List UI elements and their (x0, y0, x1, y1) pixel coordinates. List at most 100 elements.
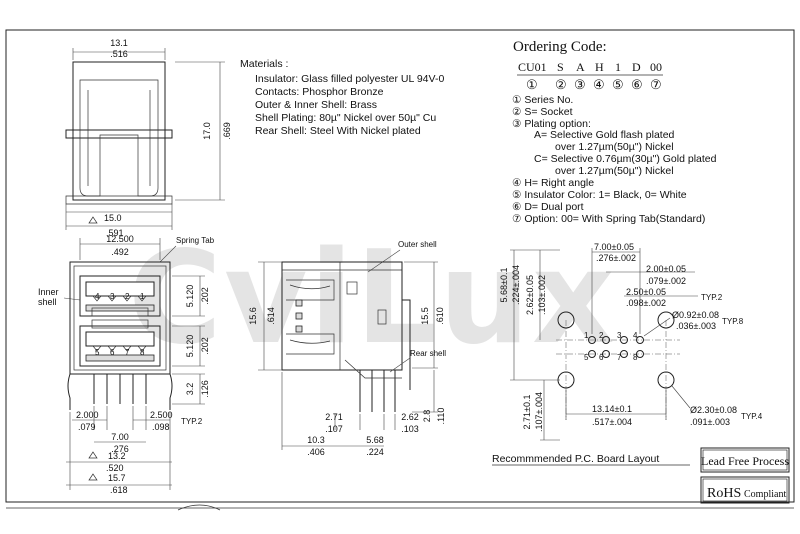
pcb-hole-in: .036±.003 (676, 321, 716, 331)
pin-number: 1 (140, 292, 145, 301)
overall-mm: 15.7 (108, 473, 126, 483)
pin-number: 8 (140, 348, 145, 357)
mount-hole (657, 311, 675, 329)
front-top-width-mm: 12.500 (106, 234, 134, 244)
ordering-line: over 1.27µm(50µ") Nickel (555, 165, 674, 177)
front-top-width-in: .492 (111, 247, 129, 257)
pcb-p1-in: .079±.002 (646, 276, 686, 286)
ordering-line: ⑦ Option: 00= With Spring Tab(Standard) (512, 213, 705, 225)
side-inner-height-in: .610 (435, 307, 445, 325)
mount-hole (657, 371, 675, 389)
materials-title: Materials : (240, 58, 288, 70)
pcb-p1-mm: 2.00±0.05 (646, 264, 686, 274)
peg-length-in: .110 (436, 408, 446, 425)
code-num: ⑥ (631, 77, 643, 92)
left-pitch-mm: 2.000 (76, 410, 99, 420)
upper-port-mm: 5.120 (185, 285, 195, 308)
ordering-line: ③ Plating option: (512, 118, 591, 130)
ordering-code-block: Ordering Code: CU01 S A H 1 D 00 ① ② ③ ④… (512, 39, 717, 225)
width-in: .520 (106, 463, 124, 473)
inner-shell-label: Inner (38, 287, 59, 297)
pcb-pin-number: 4 (633, 331, 638, 340)
pcb-hole-row-top (588, 336, 644, 344)
pcb-hole-row-bottom (588, 350, 644, 358)
sheet-border (5, 29, 795, 503)
ordering-title: Ordering Code: (513, 39, 607, 55)
inner-shell-label: shell (38, 297, 57, 307)
top-bottom-mm: 15.0 (104, 213, 122, 223)
lower-port-in: .202 (200, 337, 210, 355)
code-num: ⑦ (650, 77, 662, 92)
watermark: CviLux (128, 224, 617, 373)
ordering-line: ⑤ Insulator Color: 1= Black, 0= White (512, 189, 687, 201)
pin-length-in: .126 (200, 380, 210, 398)
pcb-v1-mm: 5.68±0.1 (499, 268, 509, 303)
pcb-span-in: .517±.004 (592, 417, 632, 427)
pin-number: 6 (110, 348, 115, 357)
pin-offset-in: .224 (366, 447, 384, 457)
pcb-pin-number: 8 (633, 353, 638, 362)
pin-number: 4 (95, 292, 100, 301)
pcb-span-mm: 13.14±0.1 (592, 404, 632, 414)
upper-port-in: .202 (200, 287, 210, 305)
materials-line: Contacts: Phosphor Bronze (255, 86, 384, 98)
pcb-pin-number: 3 (617, 331, 622, 340)
pcb-hole-mm: Ø0.92±0.08 (672, 310, 719, 320)
rohs-badge (700, 476, 790, 504)
pcb-pin-number: 1 (584, 331, 589, 340)
front-view: 12.500 .492 Spring Tab Inner shell 4 3 2… (38, 234, 215, 495)
pcb-typ4: TYP.4 (741, 412, 763, 421)
pcb-v3-in: .107±.004 (534, 392, 544, 432)
pcb-pin-number: 6 (599, 353, 604, 362)
pcb-v2-in: .103±.002 (537, 275, 547, 315)
side-inner-height-mm: 15.5 (420, 307, 430, 325)
pcb-layout: 1 2 3 4 5 6 7 8 7.00±0.05 .276±.002 2.00… (492, 242, 763, 466)
pcb-pin-number: 7 (617, 353, 622, 362)
right-pitch-mm: 2.500 (150, 410, 173, 420)
code-part: CU01 (518, 60, 547, 74)
code-part: S (557, 60, 564, 74)
ordering-line: ① Series No. (512, 94, 573, 106)
code-num: ① (526, 77, 538, 92)
typ2-label: TYP.2 (181, 417, 203, 426)
pcb-caption: Recommmended P.C. Board Layout (492, 453, 659, 465)
code-part: 00 (650, 60, 662, 74)
ordering-line: ② S= Socket (512, 106, 573, 118)
rear-shell-label: Rear shell (410, 349, 446, 358)
code-num: ③ (574, 77, 586, 92)
top-width-mm: 13.1 (110, 38, 128, 48)
pin-number: 2 (125, 292, 130, 301)
ordering-line: C= Selective 0.76µm(30µ") Gold plated (534, 153, 717, 165)
code-part: D (632, 60, 641, 74)
side-height-in: .614 (266, 307, 276, 325)
pcb-v3-mm: 2.71±0.1 (522, 395, 532, 430)
pin-number: 7 (125, 348, 130, 357)
pcb-w1-in: .276±.002 (596, 253, 636, 263)
ordering-line: ⑥ D= Dual port (512, 201, 584, 213)
materials-line: Outer & Inner Shell: Brass (255, 99, 377, 111)
side-height-mm: 15.6 (248, 307, 258, 325)
span-in: .276 (111, 444, 129, 454)
side-view: Outer shell Rear shell 15.6 .614 15.5 .6 (248, 240, 446, 457)
depth-mm: 10.3 (307, 435, 325, 445)
top-height-in: .669 (222, 122, 232, 140)
peg-in: .103 (401, 424, 419, 434)
code-num: ⑤ (612, 77, 624, 92)
lower-port-mm: 5.120 (185, 335, 195, 358)
span-mm: 7.00 (111, 432, 129, 442)
pin-length-mm: 3.2 (185, 383, 195, 396)
compliant-text: Compliant (744, 489, 786, 500)
right-pitch-in: .098 (152, 422, 170, 432)
peg-mm: 2.62 (401, 412, 419, 422)
pcb-w1-mm: 7.00±0.05 (594, 242, 634, 252)
tab-in: .107 (325, 424, 343, 434)
lead-free-badge (700, 447, 790, 473)
pin-number: 5 (95, 348, 100, 357)
code-part: A (576, 60, 585, 74)
code-part: 1 (615, 60, 621, 74)
pcb-typ8: TYP.8 (722, 317, 744, 326)
pcb-v1-in: .224±.004 (511, 265, 521, 305)
code-num: ④ (593, 77, 605, 92)
